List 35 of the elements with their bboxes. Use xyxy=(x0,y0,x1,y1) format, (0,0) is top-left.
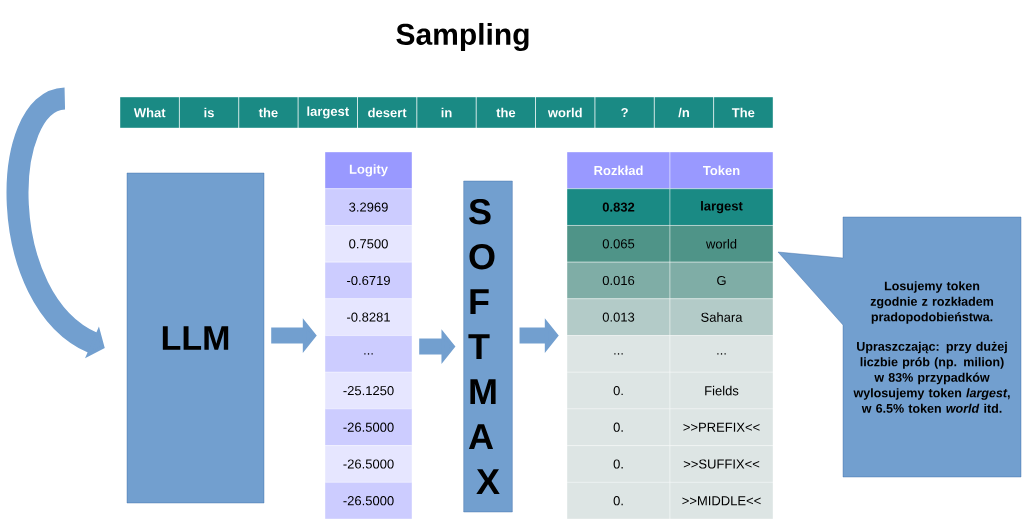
table-cell: 0.065 xyxy=(566,225,671,263)
table-cell: 0.016 xyxy=(566,261,671,300)
table-cell: -0.6719 xyxy=(324,261,413,300)
probability-table xyxy=(566,151,774,520)
table-cell: -0.8281 xyxy=(324,298,413,336)
table-cell: 0.013 xyxy=(566,298,671,336)
token-row: What is the largest desert in the world ? /n The xyxy=(119,96,774,129)
table-cell: 0. xyxy=(566,482,671,520)
table-cell: world xyxy=(669,225,774,263)
table-cell: G xyxy=(669,261,774,300)
column-header: Rozkład xyxy=(566,151,671,189)
table-cell: -26.5000 xyxy=(324,482,413,520)
table-cell: ... xyxy=(324,335,413,373)
table-cell: 3.2969 xyxy=(324,188,413,226)
process-box: LLM xyxy=(126,172,265,504)
column-header: Token xyxy=(669,151,774,189)
table-cell: 0.832 xyxy=(566,188,671,226)
table-cell: -26.5000 xyxy=(324,408,413,446)
table-cell: -26.5000 xyxy=(324,445,413,483)
table-cell: >>MIDDLE<< xyxy=(669,482,774,520)
column-header: Logity xyxy=(324,151,413,189)
table-cell: Sahara xyxy=(669,298,774,336)
table-cell: 0. xyxy=(566,408,671,446)
speech-bubble: Losujemy token zgodnie z rozkładem pradopodobieństwa. Upraszczając: przy dużej liczbie prób (np. milion) w 83% przypadków wylosujemy token largest, w 6.5% token world itd. xyxy=(777,216,1022,478)
table-cell: largest xyxy=(669,188,774,226)
table-cell: -25.1250 xyxy=(324,372,413,410)
table-cell: 0.7500 xyxy=(324,225,413,263)
title: Sampling xyxy=(396,22,529,52)
logits-table xyxy=(324,151,413,520)
table-cell: ... xyxy=(566,335,671,373)
softmax-box: SOFTMAX xyxy=(463,180,513,513)
table-cell: >>SUFFIX<< xyxy=(669,445,774,483)
table-cell: >>PREFIX<< xyxy=(669,408,774,446)
table-cell: 0. xyxy=(566,445,671,483)
table-cell: ... xyxy=(669,335,774,373)
